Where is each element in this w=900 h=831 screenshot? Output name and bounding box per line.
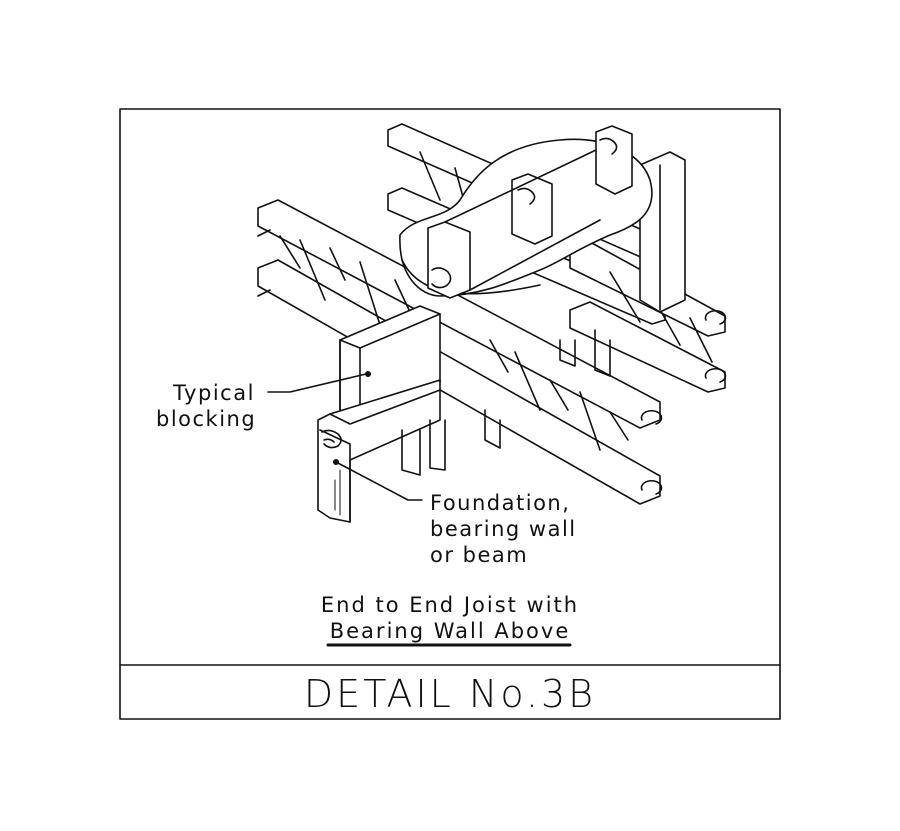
blocking-label-line1: Typical bbox=[173, 381, 255, 405]
foundation-label-line1: Foundation, bbox=[430, 491, 571, 515]
foundation-leader bbox=[335, 461, 423, 501]
blocking-leader bbox=[267, 373, 367, 393]
caption-line2: Bearing Wall Above bbox=[329, 619, 571, 643]
blocking-label-line2: blocking bbox=[156, 407, 257, 431]
joist-drawing bbox=[257, 123, 727, 523]
foundation-label-line3: or beam bbox=[430, 543, 529, 567]
foundation-label-line2: bearing wall bbox=[430, 517, 577, 541]
caption-line1: End to End Joist with bbox=[320, 593, 580, 617]
detail-title: DETAIL No.3B bbox=[303, 672, 597, 716]
drawing-border bbox=[119, 108, 781, 720]
